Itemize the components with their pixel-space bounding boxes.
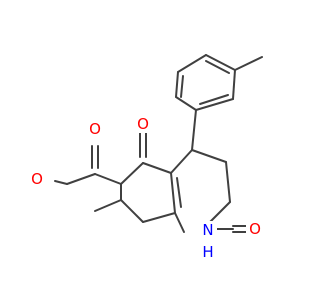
oxygen-atom-label: O <box>249 220 261 238</box>
oxygen-atom-label: O <box>31 170 43 188</box>
bond <box>177 54 207 73</box>
bond <box>175 71 179 98</box>
bond-double-line <box>199 94 229 105</box>
bond <box>120 199 144 223</box>
bond <box>209 201 231 223</box>
bond <box>191 149 227 163</box>
bond <box>195 98 234 111</box>
bond-double-line <box>205 60 230 74</box>
structure-drawing: O O O O N H <box>28 54 264 261</box>
bond <box>142 162 172 174</box>
atom-labels: O O O O N H <box>28 115 264 261</box>
bond <box>174 212 185 233</box>
double-bonds <box>91 60 253 233</box>
bond <box>142 212 176 223</box>
oxygen-atom-label: O <box>137 115 149 133</box>
bond-double-line <box>170 172 176 214</box>
bond <box>225 161 231 203</box>
bond <box>120 162 144 185</box>
bond <box>170 149 193 174</box>
bond <box>232 69 236 100</box>
bond <box>191 109 197 151</box>
nitrogen-atom-label: N <box>202 221 213 239</box>
bond <box>175 96 197 111</box>
bond <box>94 199 122 212</box>
bond-double-line <box>180 75 184 98</box>
molecule-canvas: O O O O N H <box>28 54 264 261</box>
bond <box>94 173 122 185</box>
single-bonds <box>31 54 263 233</box>
hydrogen-atom-label: H <box>202 243 213 261</box>
bond-double-line <box>176 177 182 208</box>
oxygen-atom-label: O <box>89 120 101 138</box>
bond <box>66 173 96 185</box>
bond <box>234 56 263 71</box>
bond <box>54 180 68 185</box>
bond <box>205 54 236 71</box>
